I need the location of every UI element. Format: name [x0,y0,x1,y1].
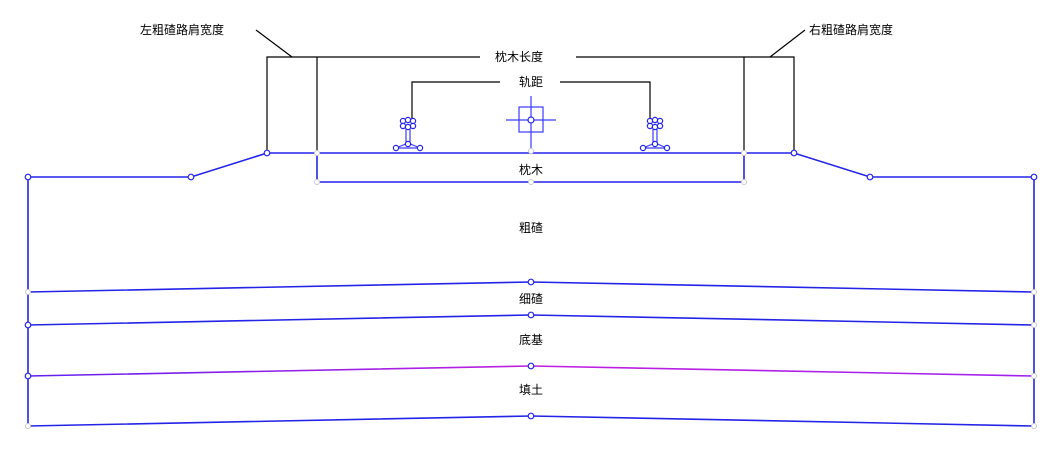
bottom-boundary[interactable] [25,412,1037,429]
track-gauge-label: 轨距 [519,75,543,89]
left-shoulder-width-label: 左粗碴路肩宽度 [140,22,224,37]
track-gauge-line-left[interactable] [411,81,500,120]
left-shoulder-leader [255,29,293,58]
right-shoulder-width-label: 右粗碴路肩宽度 [809,22,893,37]
fine-ballast-layer[interactable] [25,278,1037,295]
sleeper-label: 枕木 [519,162,543,177]
left-shoulder-dimension[interactable] [266,56,317,153]
track-gauge-line-right[interactable] [560,81,651,120]
subgrade-bed-layer[interactable] [24,311,1037,329]
subgrade-bed-label: 底基 [519,332,543,347]
right-rail[interactable] [639,116,671,152]
dimension-annotations [255,29,806,153]
right-shoulder-leader [769,29,806,58]
track-center-marker[interactable] [506,96,556,148]
coarse-ballast-layer[interactable] [24,148,1038,427]
coarse-ballast-label: 粗碴 [519,221,543,235]
fine-ballast-label: 细碴 [519,292,543,306]
fill-label: 填土 [519,383,543,397]
sleeper-length-label: 枕木长度 [495,49,543,64]
left-rail[interactable] [392,116,424,152]
sleeper[interactable] [314,153,747,185]
right-shoulder-dimension[interactable] [744,56,795,153]
fill-layer[interactable] [24,362,1037,380]
